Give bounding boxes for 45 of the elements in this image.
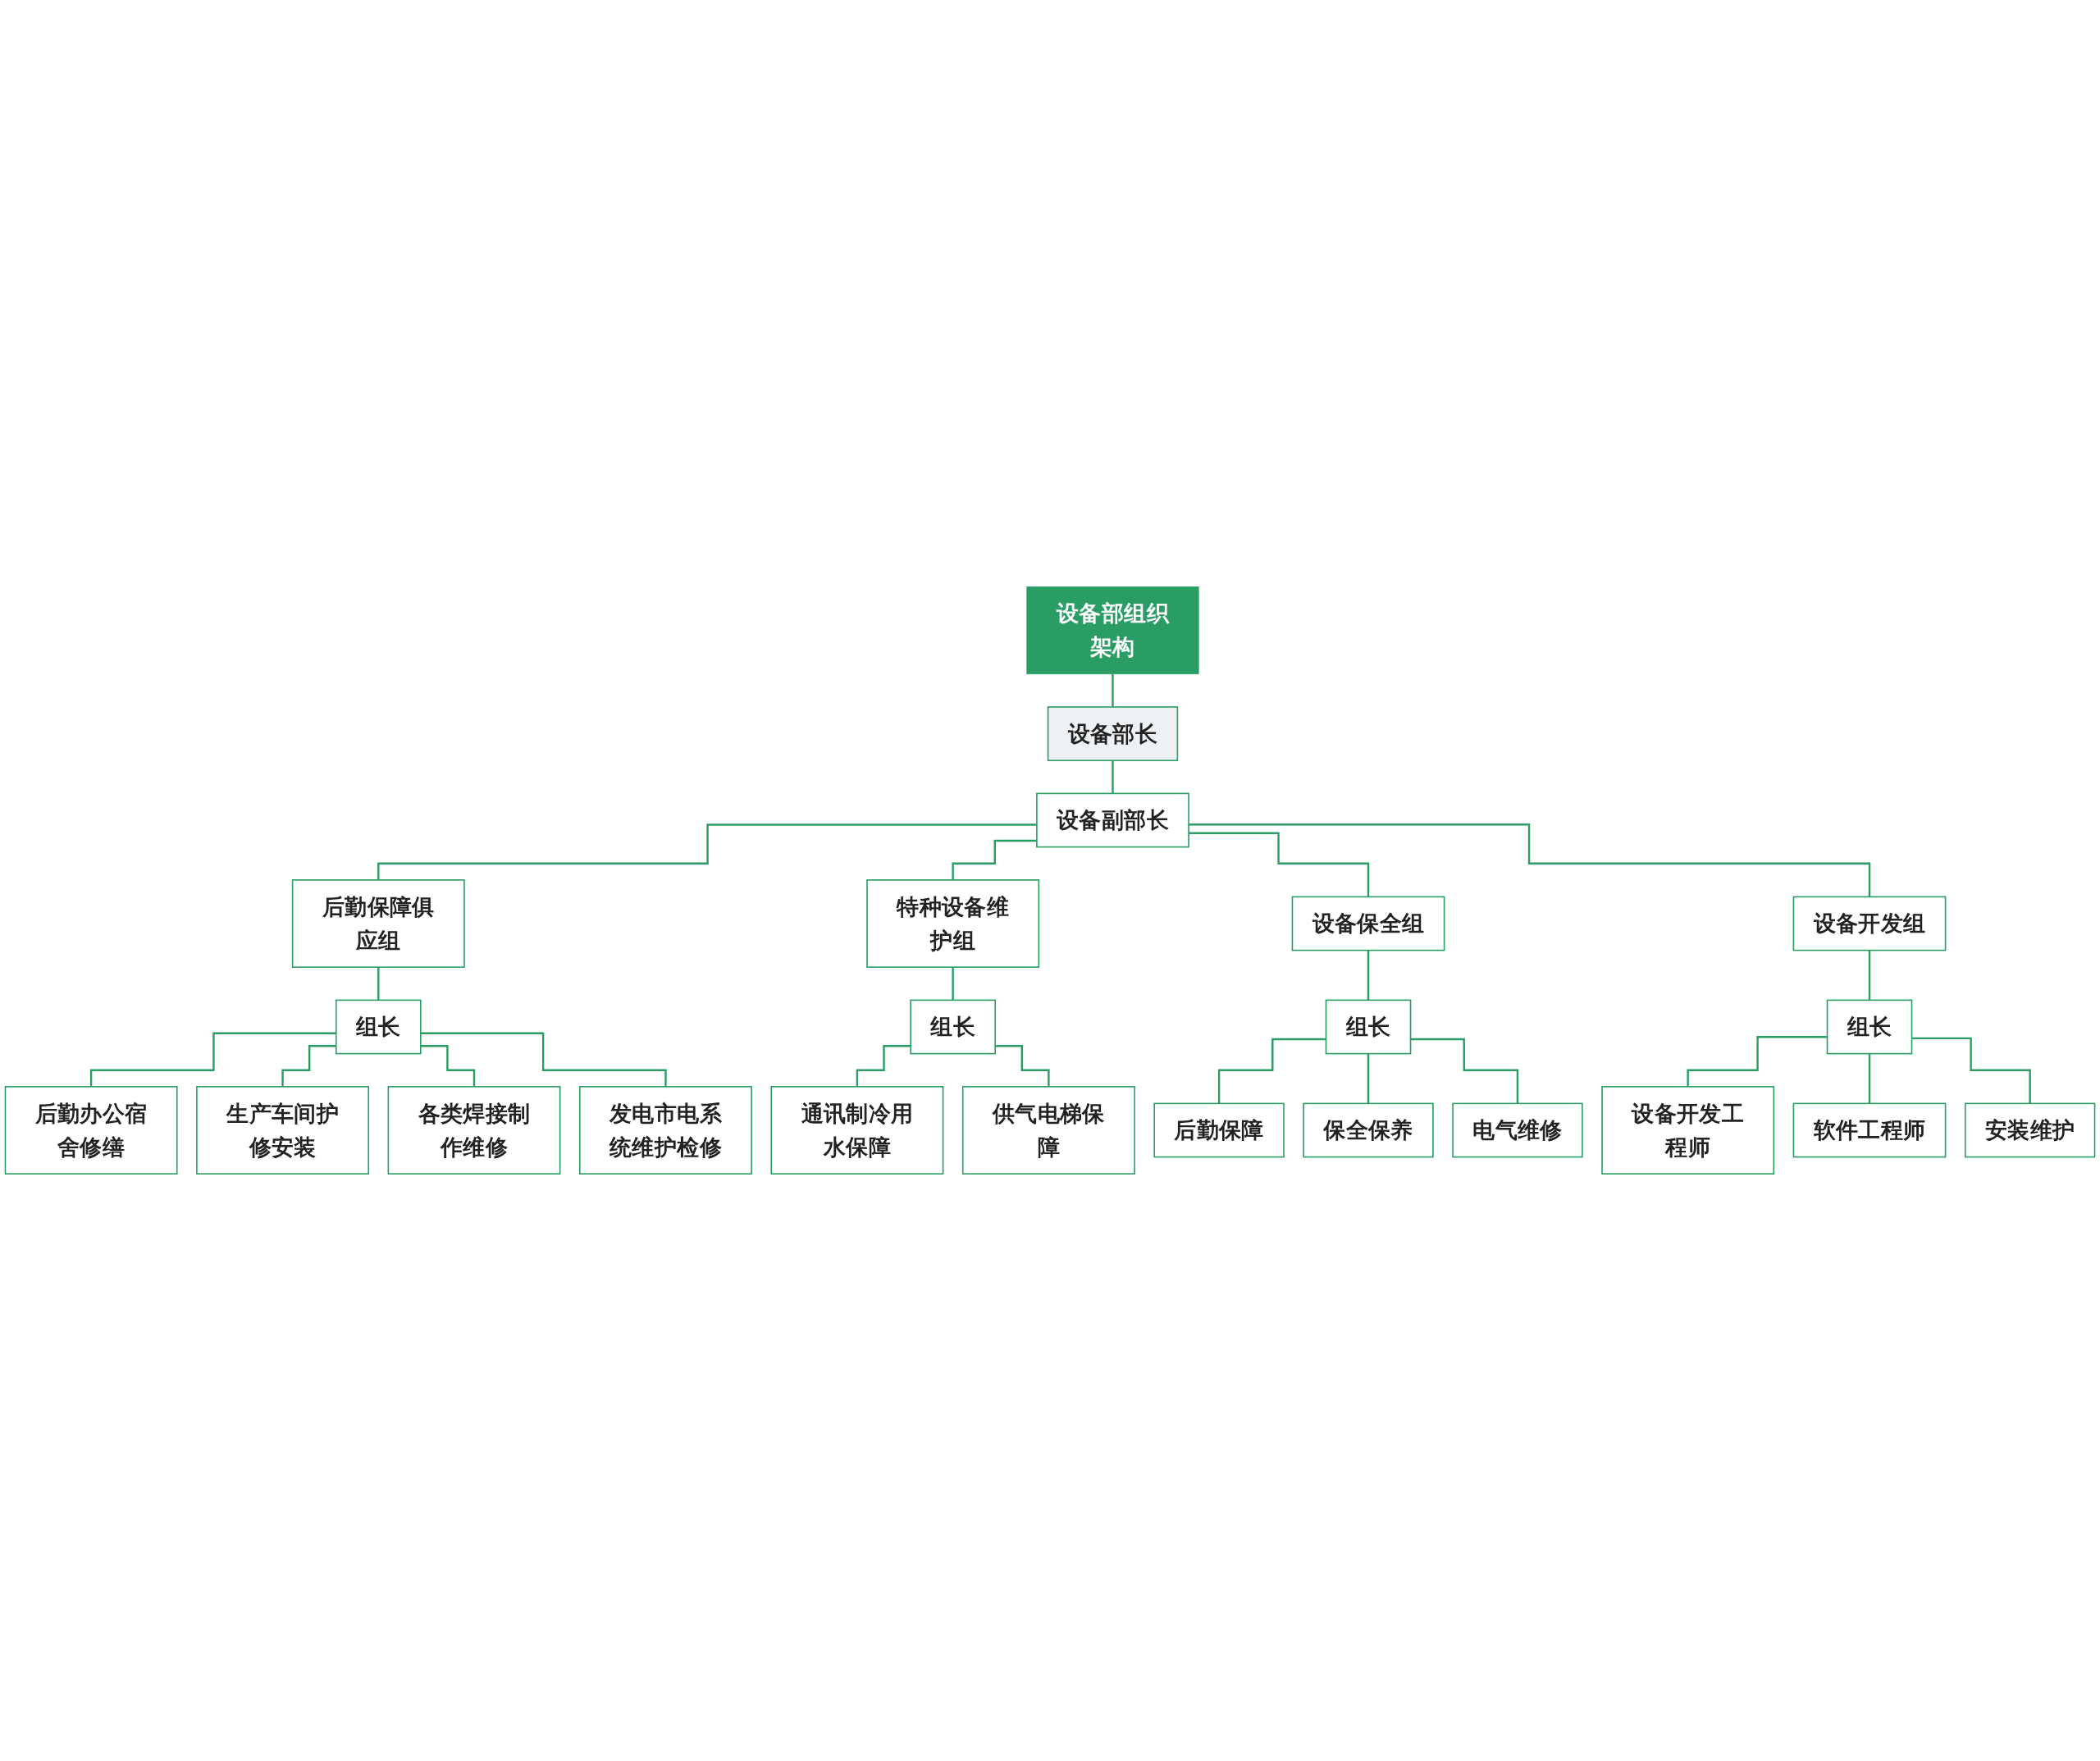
node-box: 通讯制冷用水保障: [770, 1086, 944, 1175]
connector: [1410, 1038, 1519, 1105]
connector: [995, 1045, 1050, 1088]
node-box: 各类焊接制作维修: [387, 1086, 561, 1175]
node-box: 保全保养: [1303, 1102, 1434, 1158]
node-box: 后勤保障: [1153, 1102, 1285, 1158]
node-box: 安装维护: [1964, 1102, 2096, 1158]
node-box: 组长: [1826, 999, 1913, 1055]
connector: [281, 1045, 336, 1088]
connector: [856, 1045, 911, 1088]
node-box: 特种设备维护组: [866, 879, 1040, 969]
connector: [420, 1045, 476, 1088]
connector: [952, 966, 954, 1001]
connector: [1189, 832, 1370, 898]
connector: [377, 823, 1037, 882]
node-box: 电气维修: [1452, 1102, 1583, 1158]
connector: [1868, 1052, 1871, 1105]
connector: [420, 1032, 667, 1088]
connector: [1687, 1036, 1828, 1088]
connector: [1868, 949, 1871, 1001]
node-box: 设备开发工程师: [1601, 1086, 1775, 1175]
node-box: 供气电梯保障: [961, 1086, 1135, 1175]
connector: [1367, 1052, 1370, 1105]
node-box: 设备部组织架构: [1026, 586, 1199, 675]
node-box: 后勤办公宿舍修缮: [4, 1086, 178, 1175]
node-box: 设备部长: [1047, 706, 1179, 762]
node-box: 后勤保障俱应组: [291, 879, 465, 969]
connector: [1367, 949, 1370, 1001]
connector: [1911, 1037, 2031, 1105]
node-box: 生产车间护修安装: [196, 1086, 370, 1175]
connector: [1112, 673, 1114, 709]
connector: [1217, 1038, 1326, 1105]
connector: [89, 1032, 336, 1088]
node-box: 发电市电系统维护检修: [579, 1086, 752, 1175]
node-box: 设备保全组: [1291, 896, 1445, 951]
node-box: 组长: [335, 999, 422, 1055]
connector: [377, 966, 380, 1001]
connector: [952, 840, 1037, 882]
connector: [1189, 823, 1871, 898]
connector: [1112, 760, 1114, 795]
node-box: 软件工程师: [1792, 1102, 1947, 1158]
node-box: 设备开发组: [1792, 896, 1947, 951]
node-box: 设备副部长: [1036, 792, 1189, 848]
node-box: 组长: [1325, 999, 1412, 1055]
node-box: 组长: [910, 999, 996, 1055]
